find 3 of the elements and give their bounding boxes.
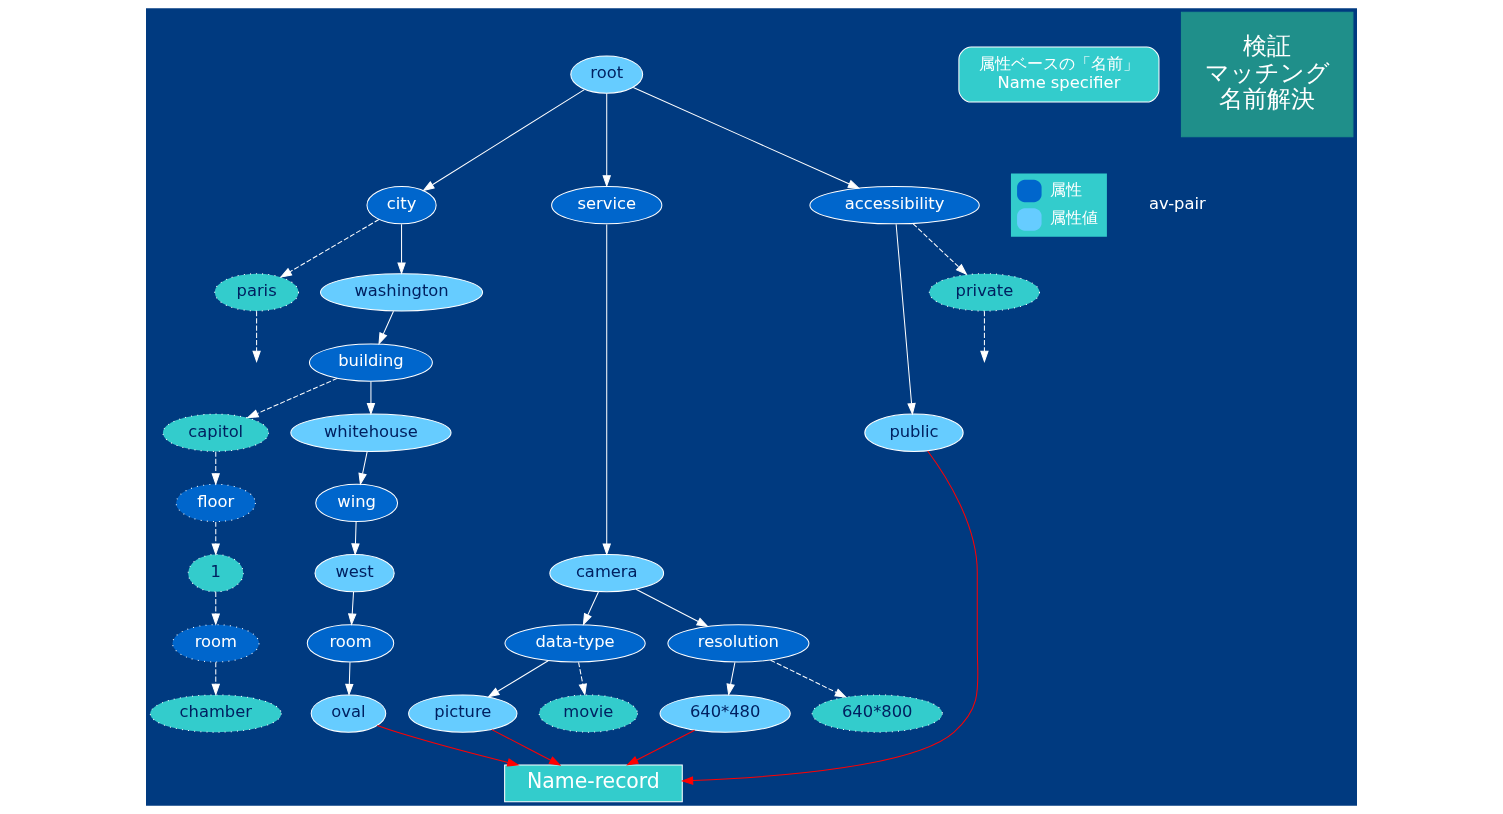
legend-label: 属性 [1049,179,1082,199]
label: av-pair [1148,194,1206,214]
legend-label: 属性値 [1049,208,1098,228]
